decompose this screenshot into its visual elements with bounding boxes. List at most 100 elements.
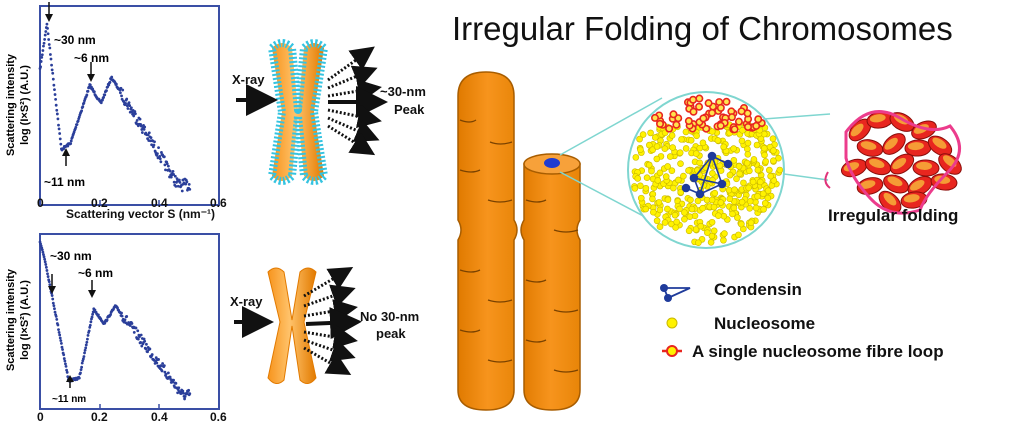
data-point — [53, 93, 57, 96]
nucleosome-dot — [738, 220, 745, 228]
data-point — [149, 136, 153, 140]
data-point — [136, 329, 140, 333]
data-point — [138, 335, 141, 339]
data-point — [62, 147, 66, 151]
data-point — [109, 313, 112, 317]
nucleosome-dot — [697, 222, 705, 230]
arrow-11nm — [62, 148, 70, 156]
data-point — [54, 97, 58, 101]
nucleosome-dot — [708, 196, 716, 204]
data-point — [139, 124, 143, 128]
data-point — [39, 60, 43, 63]
nucleosome-dot — [717, 199, 725, 206]
nucleosome-dot — [656, 206, 664, 214]
nucleosome-dot — [682, 145, 690, 152]
fibre-path — [844, 110, 961, 215]
nucleosome-dot — [653, 155, 661, 163]
legend — [660, 284, 691, 357]
arrow-11nm — [66, 375, 74, 382]
data-point — [182, 391, 185, 395]
data-point — [57, 330, 61, 334]
data-point — [142, 127, 146, 131]
data-point — [74, 125, 78, 129]
data-point — [177, 178, 181, 182]
data-point — [105, 318, 109, 322]
annotation-6nm: ~6 nm — [78, 266, 113, 280]
nucleosome-dot — [656, 223, 664, 230]
data-point — [179, 392, 183, 395]
data-point — [123, 318, 127, 322]
legend-nucleosome: Nucleosome — [714, 314, 816, 333]
fibre-nucleosome-dot — [722, 97, 731, 106]
data-point — [148, 347, 152, 351]
nucleosome-dot — [685, 227, 693, 235]
data-point — [50, 68, 54, 72]
data-point — [185, 180, 189, 184]
data-point — [140, 131, 144, 134]
data-point — [59, 142, 63, 146]
data-point — [81, 105, 85, 109]
nucleosome-dot — [695, 239, 702, 246]
data-point — [61, 348, 64, 351]
data-point — [86, 337, 89, 341]
annotation-30nm: ~30 nm — [54, 33, 96, 47]
fibre-nucleosome-dot — [734, 117, 743, 126]
fibre-nucleosome-dot — [752, 121, 761, 130]
data-point — [93, 308, 97, 312]
nucleosome-dot — [766, 166, 773, 174]
data-point — [52, 83, 56, 87]
data-point — [172, 378, 175, 382]
data-point — [57, 127, 61, 131]
data-point — [42, 255, 46, 259]
data-point — [139, 333, 143, 337]
nucleosome-dot — [756, 178, 764, 186]
data-point — [143, 339, 147, 343]
chromosome-plain — [267, 267, 317, 384]
data-point — [99, 101, 103, 105]
nucleosome-dot — [726, 195, 734, 203]
peak-label-line1: ~30-nm — [380, 84, 426, 99]
data-point — [142, 337, 146, 341]
nucleosome-dot — [643, 174, 651, 181]
data-point — [157, 358, 160, 361]
nucleosome-dot — [687, 137, 695, 144]
nucleosome-dot — [673, 218, 680, 226]
nucleosome-dot — [733, 175, 740, 183]
data-point — [120, 314, 124, 318]
nucleosome-dot — [648, 167, 655, 175]
nucleosome-dot — [711, 189, 719, 197]
annotation-11nm: ~11 nm — [52, 394, 86, 405]
nucleosome-dot — [743, 159, 751, 167]
data-point — [129, 106, 133, 110]
data-point — [51, 297, 55, 301]
nucleosome-dot — [710, 203, 718, 211]
data-point — [48, 46, 52, 50]
nucleosome-dot — [704, 229, 711, 236]
data-point — [44, 263, 48, 266]
nucleosome-dot — [746, 167, 753, 175]
data-point — [60, 345, 64, 349]
data-point — [118, 91, 122, 95]
data-point — [47, 280, 51, 284]
data-point — [55, 108, 59, 112]
x-tick-label: 0.6 — [210, 410, 227, 424]
data-point — [128, 324, 132, 327]
nucleosome-dot — [729, 210, 736, 218]
data-point — [57, 123, 60, 127]
chromosome-with-coat — [268, 39, 328, 185]
chromatid-left — [457, 71, 518, 411]
data-point — [80, 365, 84, 369]
data-point — [114, 82, 118, 86]
nucleosome-dot — [672, 224, 679, 231]
data-point — [166, 164, 170, 168]
nucleosome-dot — [734, 214, 741, 221]
data-point — [183, 397, 186, 401]
fibre-nucleosome-dot — [669, 110, 678, 119]
data-point — [49, 57, 53, 61]
nucleosome-dot — [653, 143, 661, 150]
data-point — [168, 169, 172, 173]
data-point — [55, 112, 59, 116]
peak-label-line2: Peak — [394, 102, 425, 117]
data-point — [178, 180, 182, 184]
nucleosome-dot — [736, 170, 743, 178]
